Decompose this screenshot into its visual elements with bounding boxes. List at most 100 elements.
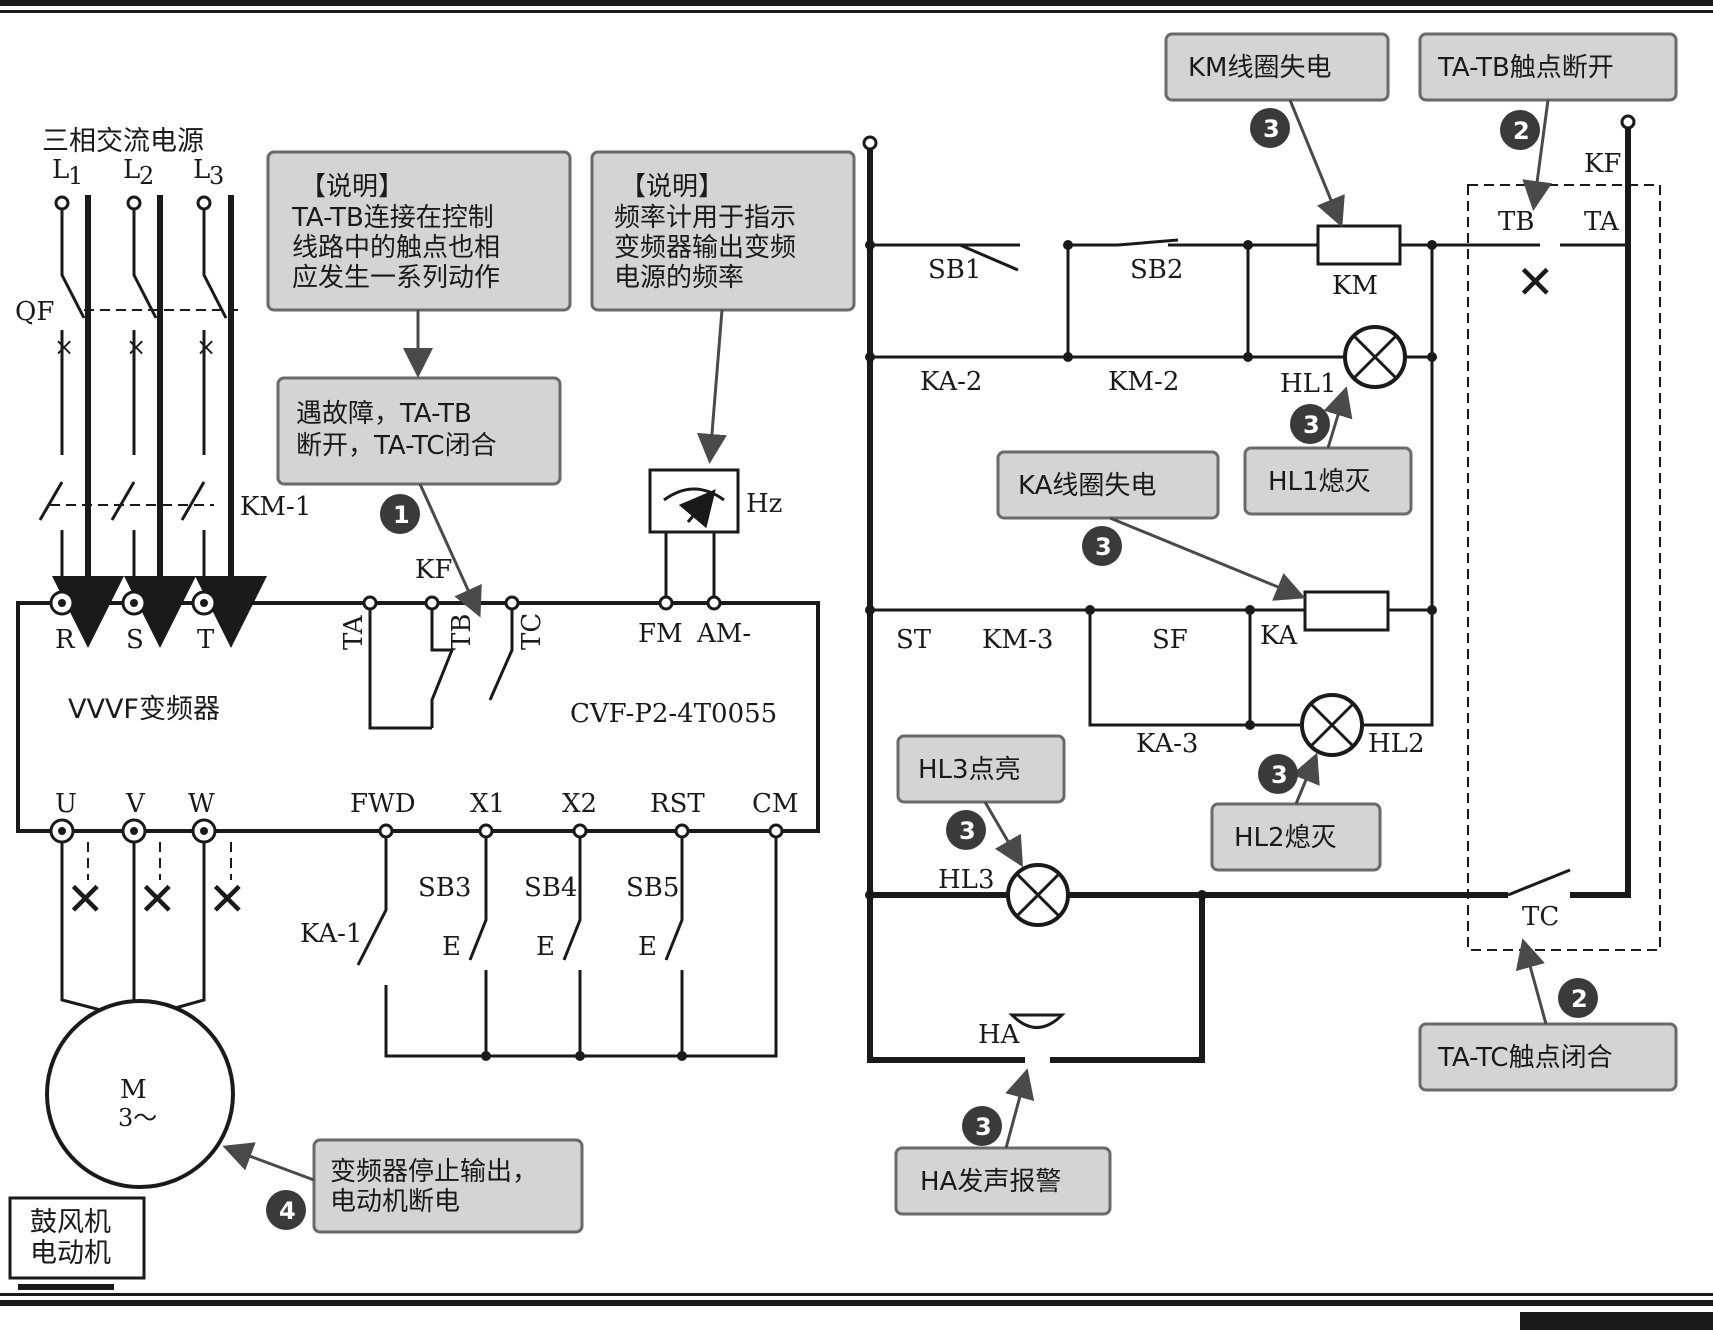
- badge-2-bottom: 2: [1558, 978, 1598, 1018]
- power-supply: 三相交流电源 L 1 L 2 L 3 QF KM-1 ×××: [15, 126, 311, 648]
- relay-ta-label: TA: [339, 614, 369, 650]
- svg-text:变频器输出变频: 变频器输出变频: [614, 233, 796, 263]
- input-s: S: [126, 625, 144, 655]
- svg-text:频率计用于指示: 频率计用于指示: [614, 203, 796, 233]
- callout-note2: 【说明】 频率计用于指示 变频器输出变频 电源的频率: [590, 150, 856, 312]
- svg-text:✕: ✕: [138, 872, 177, 926]
- svg-text:3: 3: [1303, 411, 1320, 439]
- km2-label: KM-2: [1108, 367, 1179, 397]
- control-inputs: KA-1 SB3 SB4 SB5 E E E: [300, 837, 778, 1061]
- st-label: ST: [896, 625, 932, 655]
- term-x1: X1: [470, 789, 505, 819]
- term-rst: RST: [650, 789, 705, 819]
- svg-text:HL2熄灭: HL2熄灭: [1234, 823, 1337, 853]
- callout-hl3-on: HL3点亮: [896, 734, 1066, 804]
- hl1-label: HL1: [1280, 369, 1336, 399]
- badge-3-ka: 3: [1082, 526, 1122, 566]
- power-title: 三相交流电源: [42, 126, 204, 157]
- svg-text:E: E: [536, 932, 555, 962]
- output-v: V: [125, 789, 146, 819]
- svg-text:电源的频率: 电源的频率: [614, 263, 744, 293]
- callout-km-off: KM线圈失电: [1164, 32, 1390, 102]
- sf-label: SF: [1152, 625, 1188, 655]
- svg-text:TA-TB连接在控制: TA-TB连接在控制: [291, 203, 494, 233]
- input-r: R: [55, 625, 76, 655]
- motor-phase: 3～: [118, 1104, 157, 1132]
- inverter-model: CVF-P2-4T0055: [570, 699, 777, 729]
- motor-caption-2: 电动机: [30, 1238, 111, 1269]
- badge-3-ha: 3: [962, 1106, 1002, 1146]
- svg-text:E: E: [442, 932, 461, 962]
- svg-text:KA线圈失电: KA线圈失电: [1018, 471, 1156, 501]
- svg-text:×: ×: [54, 333, 74, 361]
- svg-text:3: 3: [1095, 533, 1112, 561]
- motor-caption-1: 鼓风机: [30, 1207, 111, 1238]
- callout-hl2-off: HL2熄灭: [1210, 802, 1382, 872]
- svg-text:✕: ✕: [66, 872, 105, 926]
- badge-1: 1: [380, 494, 420, 534]
- step-badges: 1 2 2 3 3 3 3 3 3 4: [266, 108, 1598, 1230]
- sb3-label: SB3: [418, 873, 471, 903]
- sb4-label: SB4: [524, 873, 577, 903]
- motor-symbol: M: [120, 1075, 147, 1105]
- svg-text:KM线圈失电: KM线圈失电: [1188, 53, 1331, 83]
- svg-text:3: 3: [1263, 115, 1280, 143]
- term-fwd: FWD: [350, 789, 416, 819]
- callout-ha-alarm: HA发声报警: [894, 1146, 1112, 1216]
- phase-sub-2: 2: [139, 162, 154, 190]
- svg-text:应发生一系列动作: 应发生一系列动作: [292, 263, 500, 293]
- badge-4: 4: [266, 1190, 306, 1230]
- relay-ta-right: TA: [1584, 207, 1620, 237]
- hl3-label: HL3: [938, 865, 994, 895]
- svg-text:【说明】: 【说明】: [300, 172, 404, 202]
- input-t: T: [197, 625, 215, 655]
- sb1-label: SB1: [928, 255, 981, 285]
- svg-text:【说明】: 【说明】: [620, 172, 724, 202]
- relay-kf-right: KF: [1584, 149, 1621, 179]
- relay-tc-label: TC: [517, 613, 547, 650]
- svg-text:断开，TA-TC闭合: 断开，TA-TC闭合: [296, 431, 497, 461]
- relay-kf-label: KF: [415, 555, 452, 585]
- badge-3-hl3: 3: [946, 810, 986, 850]
- callout-ka-off: KA线圈失电: [996, 450, 1220, 520]
- svg-text:2: 2: [1513, 117, 1530, 145]
- relay-tb-right: TB: [1498, 207, 1534, 237]
- phase-label-2: L: [123, 155, 140, 185]
- phase-label-1: L: [52, 155, 69, 185]
- svg-text:HL3点亮: HL3点亮: [918, 755, 1021, 785]
- svg-text:×: ×: [126, 333, 146, 361]
- badge-3-hl1: 3: [1290, 404, 1330, 444]
- inverter-name: VVVF变频器: [68, 694, 220, 725]
- svg-text:3: 3: [959, 817, 976, 845]
- output-u: U: [55, 789, 77, 819]
- breaker-label: QF: [15, 297, 54, 327]
- motor-caption-box: [8, 1196, 146, 1280]
- svg-text:✕: ✕: [208, 872, 247, 926]
- fm-label: FM: [638, 619, 683, 649]
- svg-text:1: 1: [393, 501, 410, 529]
- badge-3-km: 3: [1250, 108, 1290, 148]
- inverter-box: R S T VVVF变频器 CVF-P2-4T0055 KF TA TB TC …: [16, 555, 820, 844]
- phase-label-3: L: [193, 155, 210, 185]
- meter-unit: Hz: [746, 489, 782, 519]
- svg-text:TA-TB触点断开: TA-TB触点断开: [1437, 53, 1614, 83]
- phase-sub-3: 3: [209, 162, 224, 190]
- badge-2-top: 2: [1500, 110, 1540, 150]
- motor-circle: [45, 999, 235, 1189]
- svg-text:E: E: [638, 932, 657, 962]
- callout-hl1-off: HL1熄灭: [1243, 446, 1413, 516]
- svg-text:变频器停止输出，: 变频器停止输出，: [330, 1157, 538, 1187]
- ka-coil-label: KA: [1260, 621, 1298, 651]
- contactor-label: KM-1: [240, 492, 311, 522]
- svg-text:✕: ✕: [1516, 255, 1555, 309]
- km3-label: KM-3: [982, 625, 1053, 655]
- am-label: AM-: [696, 619, 751, 649]
- svg-text:遇故障，TA-TB: 遇故障，TA-TB: [296, 399, 472, 429]
- callout-tatc-close: TA-TC触点闭合: [1418, 1022, 1678, 1092]
- sb5-label: SB5: [626, 873, 679, 903]
- relay-tb-label: TB: [447, 614, 477, 650]
- term-cm: CM: [752, 789, 799, 819]
- svg-text:线路中的触点也相: 线路中的触点也相: [292, 233, 500, 263]
